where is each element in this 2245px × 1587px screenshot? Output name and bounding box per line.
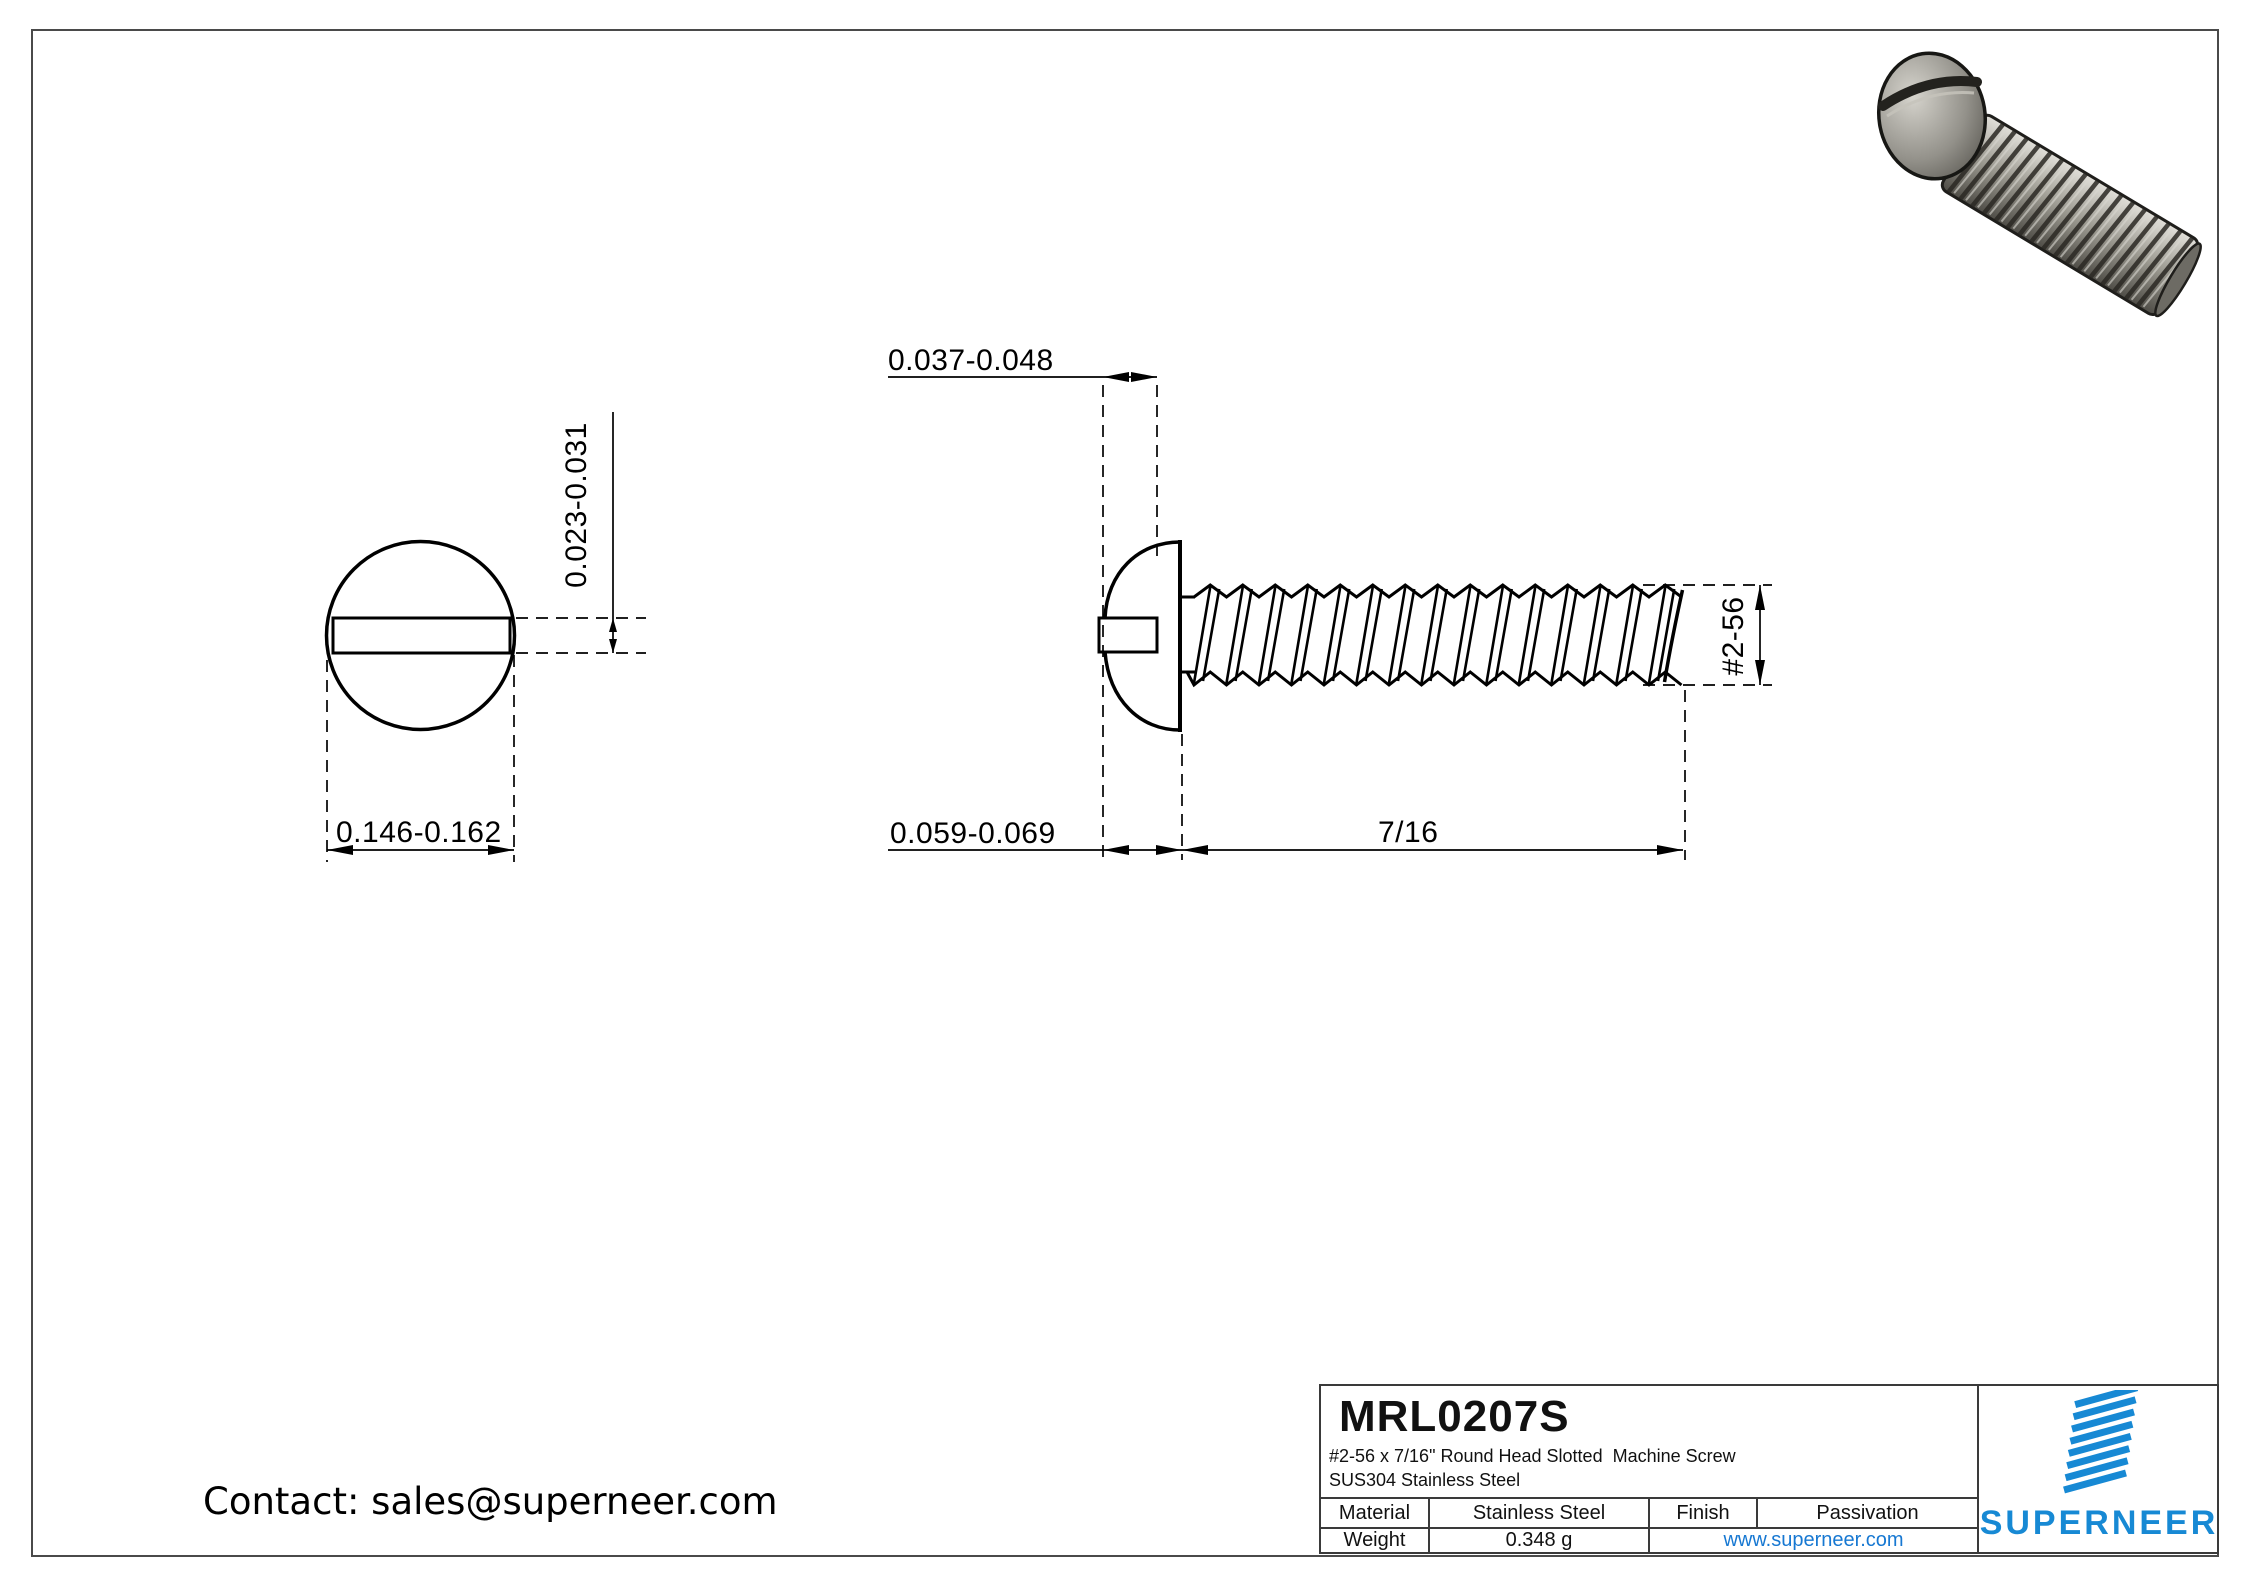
slot-rect [331,616,512,655]
contact-email-text: Contact: sales@superneer.com [203,1480,778,1523]
brand-name: SUPERNEER [1979,1504,2219,1542]
brand-logo-stripes-icon [2063,1390,2139,1494]
dimension-arrows [327,372,1765,855]
sheet-border [31,29,2219,1557]
weight-value: 0.348 g [1430,1529,1650,1552]
title-block: MRL0207S #2-56 x 7/16" Round Head Slotte… [1319,1384,2219,1554]
part-number: MRL0207S [1339,1392,1570,1441]
finish-value: Passivation [1816,1501,1919,1524]
head-dome-top [1103,540,1181,619]
dim-head-height: 0.059-0.069 [890,817,1056,850]
material-value: Stainless Steel [1430,1499,1650,1527]
screw-3d-preview [1876,51,2202,318]
dimension-lines [327,376,1761,851]
dim-slot-width: 0.023-0.031 [560,422,593,588]
dim-slot-depth: 0.037-0.048 [888,344,1054,377]
part-description: #2-56 x 7/16" Round Head Slotted Machine… [1329,1446,1736,1466]
dim-length: 7/16 [1378,816,1439,849]
extension-lines [326,385,1772,862]
screw-3d-slot [1878,76,1982,111]
dim-head-diameter: 0.146-0.162 [336,816,502,849]
part-material-description: SUS304 Stainless Steel [1329,1470,1521,1490]
finish-label: Finish [1650,1499,1758,1527]
thread-3d-stripes [1946,123,2197,308]
top-view-head [324,539,517,732]
side-view-screw [1097,540,1685,732]
website-link[interactable]: www.superneer.com [1723,1529,1904,1551]
material-label: Material [1321,1499,1430,1527]
weight-label: Weight [1321,1529,1430,1552]
weight-website-row: Weight 0.348 g www.superneer.com [1321,1527,1979,1552]
head-dome-bottom [1103,651,1181,732]
shank-lines [1180,595,1195,674]
head-outline-circle [324,539,517,732]
head-slot-profile [1097,616,1159,654]
title-block-description-area: MRL0207S #2-56 x 7/16" Round Head Slotte… [1321,1386,1979,1497]
thread-profile [1180,583,1685,688]
dim-thread-size: #2-56 [1717,596,1750,676]
brand-logo: SUPERNEER [1979,1386,2219,1552]
material-finish-row: Material Stainless Steel Finish Passivat… [1321,1497,1979,1527]
